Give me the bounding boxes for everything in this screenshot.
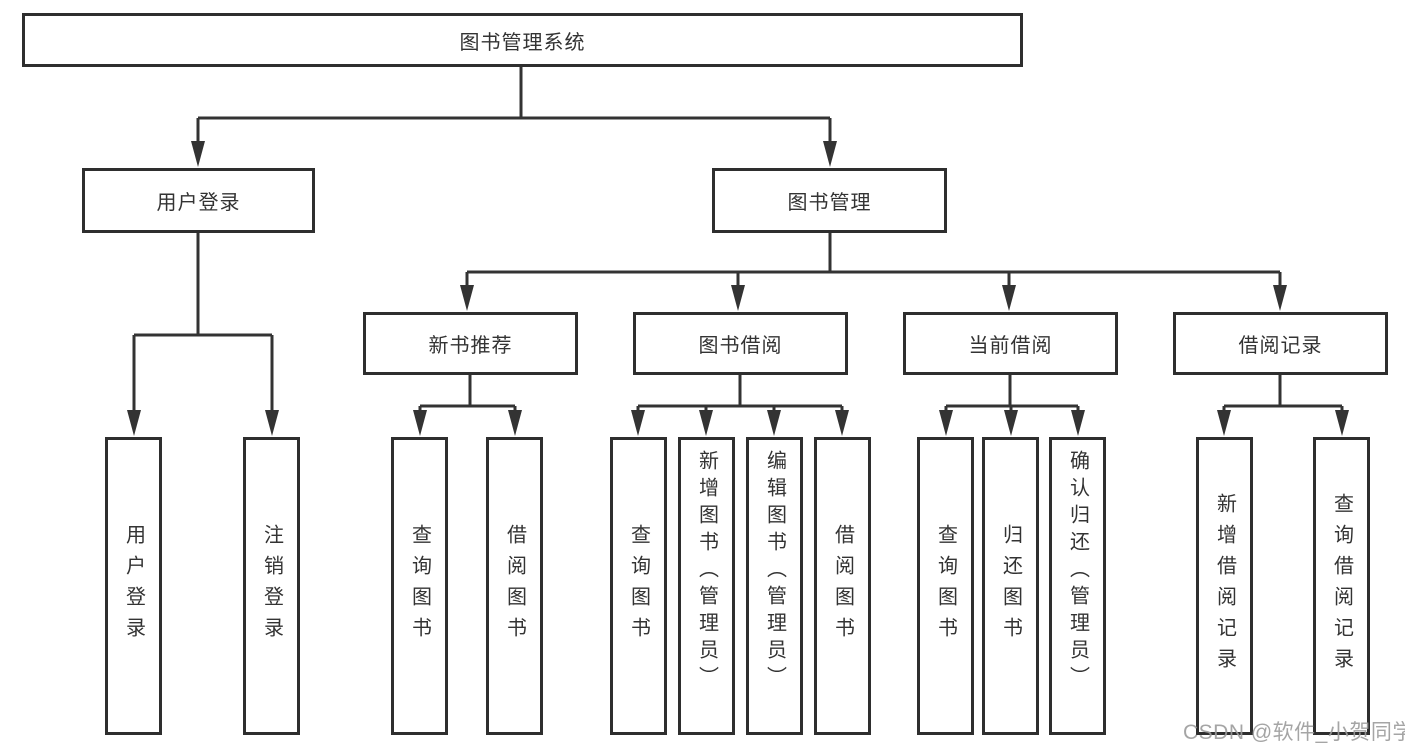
node-root-label: 图书管理系统 <box>459 31 586 54</box>
leaf-newrec-query-book-label: 查询图书 <box>408 524 431 648</box>
leaf-newrec-query-book: 查询图书 <box>391 437 448 735</box>
leaf-current-query-book-label: 查询图书 <box>934 524 957 648</box>
leaf-user-login-label: 用户登录 <box>122 524 145 648</box>
leaf-records-add-record: 新增借阅记录 <box>1196 437 1253 735</box>
node-user-login-branch: 用户登录 <box>82 168 315 233</box>
leaf-borrow-add-book-admin-label: 新增图书（管理员） <box>695 450 718 693</box>
leaf-current-return-book-label: 归还图书 <box>999 524 1022 648</box>
node-book-borrow: 图书借阅 <box>633 312 848 375</box>
arrowhead-icons <box>127 141 1349 436</box>
node-borrow-records: 借阅记录 <box>1173 312 1388 375</box>
node-new-book-recommend-label: 新书推荐 <box>428 335 513 357</box>
leaf-borrow-edit-book-admin-label: 编辑图书（管理员） <box>763 450 786 693</box>
leaf-current-confirm-return-admin-label: 确认归还（管理员） <box>1066 450 1089 693</box>
leaf-current-confirm-return-admin: 确认归还（管理员） <box>1049 437 1106 735</box>
connector-lines <box>132 66 1344 414</box>
leaf-logout-label: 注销登录 <box>260 524 283 648</box>
node-book-management-label: 图书管理 <box>787 192 872 214</box>
leaf-newrec-borrow-book: 借阅图书 <box>486 437 543 735</box>
leaf-borrow-edit-book-admin: 编辑图书（管理员） <box>746 437 803 735</box>
leaf-records-add-record-label: 新增借阅记录 <box>1213 493 1236 679</box>
leaf-user-login: 用户登录 <box>105 437 162 735</box>
leaf-borrow-borrow-book-label: 借阅图书 <box>831 524 854 648</box>
leaf-borrow-add-book-admin: 新增图书（管理员） <box>678 437 735 735</box>
node-root: 图书管理系统 <box>22 13 1023 67</box>
leaf-records-query-record: 查询借阅记录 <box>1313 437 1370 735</box>
node-book-borrow-label: 图书借阅 <box>698 335 783 357</box>
leaf-records-query-record-label: 查询借阅记录 <box>1330 493 1353 679</box>
leaf-newrec-borrow-book-label: 借阅图书 <box>503 524 526 648</box>
leaf-borrow-query-book: 查询图书 <box>610 437 667 735</box>
node-current-borrow: 当前借阅 <box>903 312 1118 375</box>
leaf-logout: 注销登录 <box>243 437 300 735</box>
node-new-book-recommend: 新书推荐 <box>363 312 578 375</box>
leaf-current-return-book: 归还图书 <box>982 437 1039 735</box>
leaf-borrow-borrow-book: 借阅图书 <box>814 437 871 735</box>
node-borrow-records-label: 借阅记录 <box>1238 335 1323 357</box>
leaf-current-query-book: 查询图书 <box>917 437 974 735</box>
node-user-login-branch-label: 用户登录 <box>156 192 241 214</box>
node-current-borrow-label: 当前借阅 <box>968 335 1053 357</box>
leaf-borrow-query-book-label: 查询图书 <box>627 524 650 648</box>
csdn-watermark: CSDN @软件_小贺同学 <box>1183 721 1405 744</box>
node-book-management: 图书管理 <box>712 168 947 233</box>
